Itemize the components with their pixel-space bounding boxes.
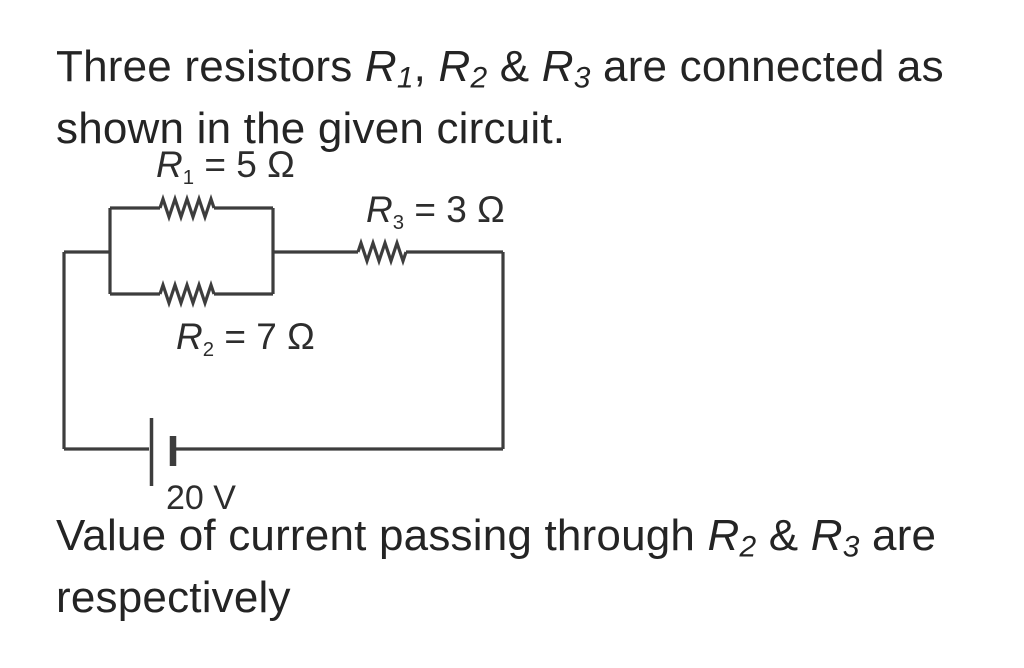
r1-label-letter: R (156, 144, 183, 185)
r1-inline-symbol: R1 (364, 42, 414, 93)
resistor-r2-zigzag-icon (158, 279, 216, 309)
r1-subscript: 1 (396, 61, 414, 95)
outro-r2-inline-symbol: R2 (707, 511, 757, 562)
outro-sep: & (756, 511, 811, 560)
resistor-r1-zigzag-icon (158, 193, 216, 223)
circuit-wires (62, 206, 505, 451)
r2-label-value: = 7 Ω (214, 316, 315, 357)
r3-label-subscript: 3 (392, 212, 405, 235)
r2-label-letter: R (176, 316, 203, 357)
r1-label-value: = 5 Ω (194, 144, 295, 185)
intro-sep2: & (487, 42, 542, 91)
battery-voltage-label: 20 V (166, 479, 236, 517)
outro-post: are respectively (56, 511, 937, 622)
battery-symbol-icon (149, 418, 177, 486)
intro-post: are connected as shown in the given circ… (56, 42, 944, 153)
r1-value-label: R1 = 5 Ω (156, 144, 295, 188)
r1-label-subscript: 1 (182, 167, 195, 190)
r2-label-subscript: 2 (202, 339, 215, 362)
intro-sep1: , (413, 42, 439, 91)
r2-value-label: R2 = 7 Ω (176, 316, 315, 360)
r3-subscript: 3 (573, 61, 591, 95)
r3-value-label: R3 = 3 Ω (366, 189, 505, 233)
r1-letter: R (364, 42, 397, 91)
r2-letter: R (438, 42, 471, 91)
outro-r2-letter: R (707, 511, 740, 560)
r3-label-letter: R (366, 189, 393, 230)
outro-r3-inline-symbol: R3 (810, 511, 860, 562)
r3-letter: R (541, 42, 574, 91)
resistor-r3-zigzag-icon (356, 237, 408, 267)
question-outro-text: Value of current passing through R2 & R3… (56, 505, 978, 629)
outro-r3-subscript: 3 (842, 530, 860, 564)
question-intro-text: Three resistors R1, R2 & R3 are connecte… (56, 36, 978, 160)
r2-subscript: 2 (470, 61, 488, 95)
outro-r3-letter: R (810, 511, 843, 560)
circuit-drawing (62, 193, 505, 486)
intro-pre: Three resistors (56, 42, 365, 91)
outro-r2-subscript: 2 (739, 530, 757, 564)
r3-label-value: = 3 Ω (404, 189, 505, 230)
r3-inline-symbol: R3 (541, 42, 591, 93)
r2-inline-symbol: R2 (438, 42, 488, 93)
outro-pre: Value of current passing through (56, 511, 708, 560)
